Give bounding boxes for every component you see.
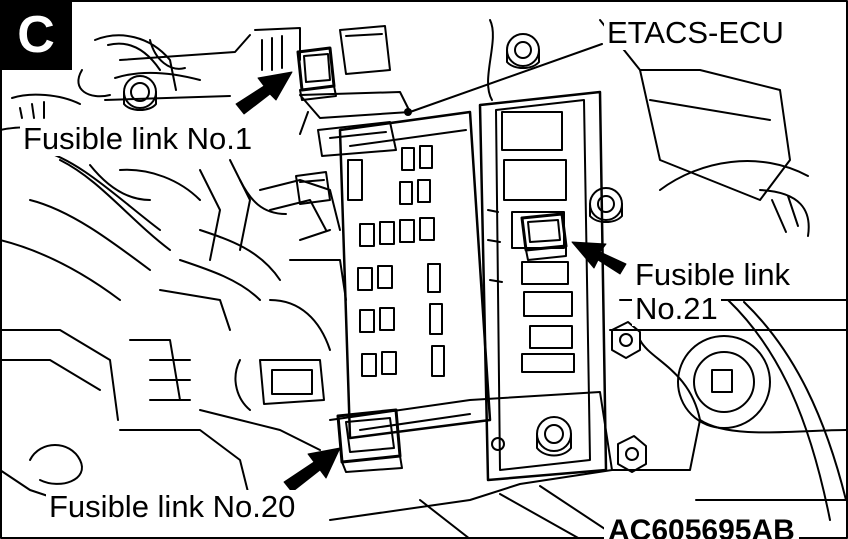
upper-left-harness	[0, 27, 301, 135]
arrow-to-fusible-link-1	[235, 71, 293, 115]
top-connector	[299, 25, 411, 157]
bolt-right	[589, 187, 623, 223]
etacs-ecu-leader-line	[404, 43, 603, 116]
arrow-to-fusible-link-21	[571, 241, 627, 275]
hex-nut-right-upper	[611, 321, 641, 359]
round-cover-right	[677, 299, 847, 521]
fusible-link-21-label-line1: Fusible link	[632, 258, 794, 292]
fusible-link-20	[336, 408, 403, 473]
small-connector-left	[239, 171, 331, 215]
lower-bracket-plate	[329, 391, 621, 539]
bolt-lower-center	[536, 416, 572, 457]
view-letter: C	[17, 6, 55, 64]
etacs-ecu-box	[338, 110, 492, 440]
view-letter-badge: C	[0, 0, 72, 70]
hex-nut-right-lower	[617, 435, 647, 473]
bolt-upper-left	[123, 75, 157, 111]
etacs-ecu-label: ETACS-ECU	[604, 16, 787, 50]
bolt-top-center	[487, 19, 540, 101]
fusible-link-1	[296, 46, 337, 101]
arrow-to-fusible-link-20	[283, 447, 341, 493]
fusible-link-21-label-line2: No.21	[632, 292, 721, 326]
fusible-link-21	[520, 212, 568, 261]
figure-reference-code: AC605695AB	[604, 514, 799, 539]
fusible-link-1-leader-line	[299, 111, 309, 135]
fusible-link-1-label: Fusible link No.1	[20, 122, 256, 156]
left-harness	[0, 149, 347, 501]
fusible-link-20-label: Fusible link No.20	[46, 490, 299, 524]
